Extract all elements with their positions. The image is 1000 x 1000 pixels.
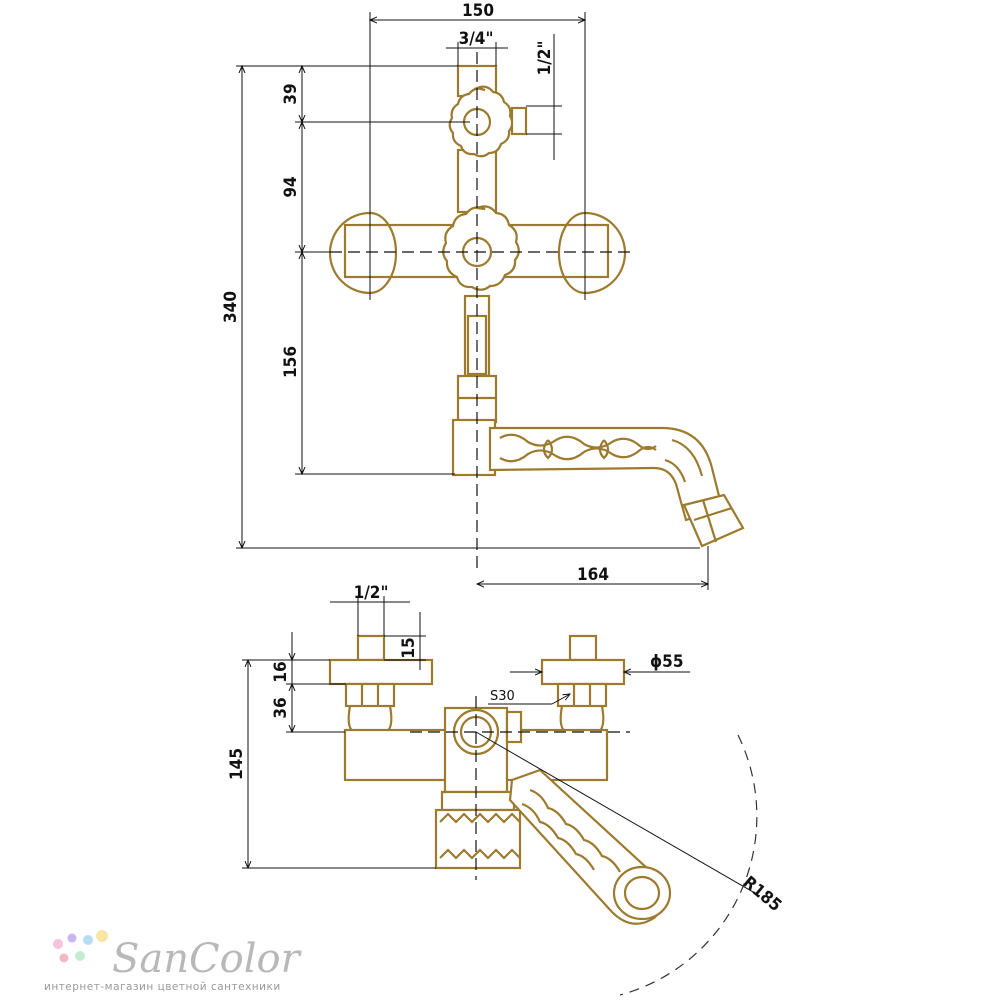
logo-name: SanColor — [112, 936, 303, 982]
dim-outlet: 1/2" — [535, 41, 555, 76]
dim-body-offset: 36 — [271, 697, 291, 718]
logo-dot — [96, 930, 108, 942]
logo-dot — [59, 953, 69, 963]
dim-nut-height: 16 — [271, 661, 291, 682]
dim-width: 150 — [462, 1, 494, 21]
logo-dot — [53, 939, 63, 949]
dim-diameter: ϕ55 — [650, 652, 683, 672]
front-view: 150 3/4" 1/2" 39 94 156 340 164 — [221, 1, 745, 590]
dim-depth: 145 — [227, 748, 247, 780]
logo-dot — [75, 951, 85, 961]
dim-radius: R185 — [739, 873, 785, 916]
dim-bottom: 156 — [281, 346, 301, 378]
top-view: 1/2" 15 16 36 145 ϕ55 S30 R185 — [227, 583, 785, 996]
logo-dots — [53, 930, 108, 963]
wrench-size: S30 — [490, 689, 515, 704]
aerator — [682, 493, 745, 548]
dim-height: 340 — [221, 291, 241, 323]
sancolor-logo: SanColor интернет-магазин цветной сантех… — [44, 930, 303, 993]
dim-inlet: 3/4" — [459, 29, 494, 49]
dim-reach: 164 — [577, 565, 609, 585]
logo-subtitle: интернет-магазин цветной сантехники — [44, 981, 281, 993]
dim-thread: 15 — [399, 637, 419, 658]
dim-connector: 1/2" — [354, 583, 389, 603]
dim-top: 39 — [281, 83, 301, 104]
logo-dot — [67, 933, 77, 943]
logo-dot — [83, 935, 93, 945]
dim-mid: 94 — [281, 176, 301, 197]
